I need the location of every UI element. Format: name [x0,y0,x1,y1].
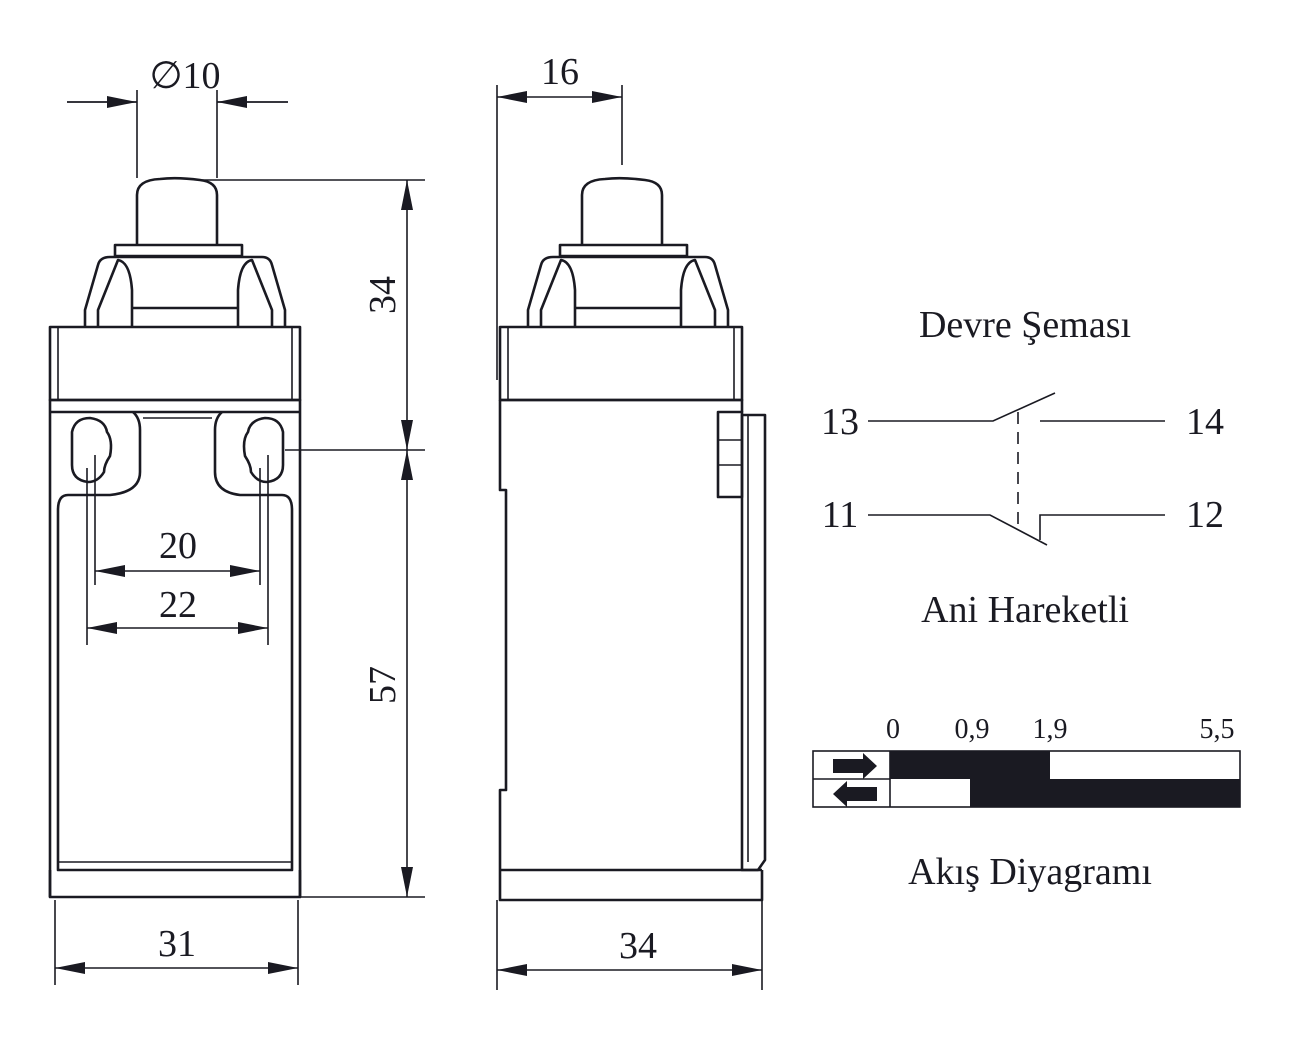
flow-diagram: 0 0,9 1,9 5,5 Akış Diyagramı [812,714,1241,893]
flow-forward-closed-bar [890,751,1050,779]
head-block [48,325,302,402]
dim-hole-spacing-inner: 20 [159,525,197,567]
plunger-flange [113,243,244,258]
dim-plunger-diameter: ∅10 [149,55,220,97]
front-view: ∅10 34 57 20 22 31 [48,55,425,985]
flow-title: Akış Diyagramı [908,851,1152,893]
side-plunger [580,176,664,245]
flow-tick-1: 0,9 [955,714,990,745]
side-head-block [498,325,744,402]
terminal-13: 13 [821,401,859,443]
side-actuator-clip [716,410,744,499]
dim-depth: 34 [619,925,657,967]
side-body [498,398,764,902]
circuit-title: Devre Şeması [919,304,1131,346]
mounting-slot-right [242,416,285,484]
dim-upper-height: 34 [362,276,404,314]
flow-tick-3: 5,5 [1200,714,1235,745]
flow-tick-0: 0 [886,714,900,745]
dim-plunger-offset: 16 [541,51,579,93]
body-window [56,411,294,872]
nc-contact [868,514,1165,546]
no-contact [868,392,1165,422]
terminal-12: 12 [1186,494,1224,536]
flow-tick-2: 1,9 [1033,714,1068,745]
circuit-diagram: Devre Şeması 13 14 11 12 Ani Hareketli [821,304,1224,631]
plunger-guide [83,255,287,327]
dim-lower-height: 57 [362,666,404,704]
dim-hole-spacing-outer: 22 [159,584,197,626]
terminal-11: 11 [822,494,859,536]
dim-width: 31 [158,923,196,965]
circuit-subtitle: Ani Hareketli [921,589,1129,631]
plunger [135,176,219,245]
forward-arrow-icon [833,753,877,779]
mounting-slot-left [70,416,113,484]
side-view: 16 34 [496,51,767,990]
body [48,398,302,899]
return-arrow-icon [833,781,877,807]
terminal-14: 14 [1186,401,1224,443]
side-rear-plate [740,413,767,872]
flow-return-closed-bar [970,779,1240,807]
